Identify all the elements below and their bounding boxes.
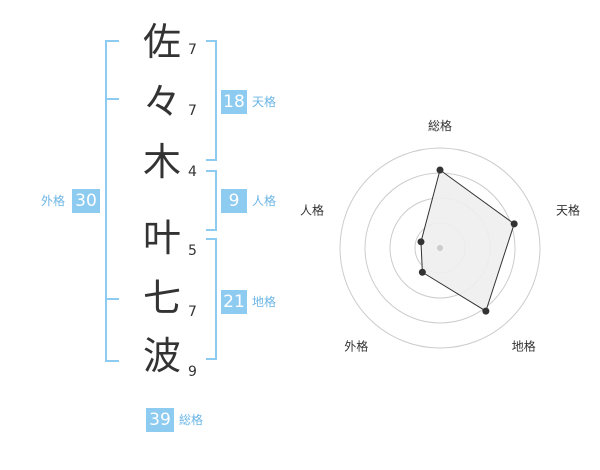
radar-center: [437, 245, 443, 251]
radar-axis-label: 天格: [556, 202, 580, 217]
name-char-6: 波: [142, 334, 181, 378]
soukaku-value: 39: [146, 408, 174, 432]
tenkaku-bracket: [206, 40, 217, 161]
gaikaku-bracket: [105, 40, 119, 362]
radar-axis-label: 外格: [344, 339, 368, 354]
radar-point: [417, 238, 425, 246]
bracket-tick: [105, 98, 119, 100]
stroke-count-2: 7: [188, 103, 197, 119]
radar-point: [418, 268, 426, 276]
tenkaku-label: 天格: [252, 95, 277, 109]
name-char-5: 七: [142, 276, 181, 320]
tenkaku-value: 18: [221, 90, 247, 114]
stroke-count-1: 7: [188, 42, 197, 58]
radar-polygon: [420, 169, 515, 312]
stroke-count-3: 4: [188, 164, 197, 180]
radar-axis-label: 地格: [512, 339, 536, 354]
name-char-1: 佐: [142, 20, 181, 64]
jinkaku-bracket: [206, 170, 217, 231]
gaikaku-value: 30: [72, 189, 100, 213]
stroke-count-4: 5: [188, 243, 197, 259]
jinkaku-label: 人格: [252, 194, 277, 208]
gaikaku-label: 外格: [41, 194, 66, 208]
radar-axis-label: 人格: [300, 202, 324, 217]
radar-point: [436, 166, 444, 174]
chikaku-value: 21: [221, 290, 247, 314]
soukaku-label: 総格: [179, 413, 204, 427]
name-char-4: 叶: [142, 216, 181, 260]
radar-point: [510, 220, 518, 228]
name-char-2: 々: [142, 80, 181, 124]
chikaku-bracket: [206, 238, 217, 360]
stroke-count-6: 9: [188, 364, 197, 380]
radar-point: [482, 307, 490, 315]
chikaku-label: 地格: [252, 295, 277, 309]
bracket-tick: [105, 298, 119, 300]
radar-axis-label: 総格: [428, 118, 452, 133]
stroke-count-5: 7: [188, 304, 197, 320]
radar-ring: [339, 147, 541, 349]
name-char-3: 木: [142, 140, 181, 184]
jinkaku-value: 9: [221, 189, 247, 213]
